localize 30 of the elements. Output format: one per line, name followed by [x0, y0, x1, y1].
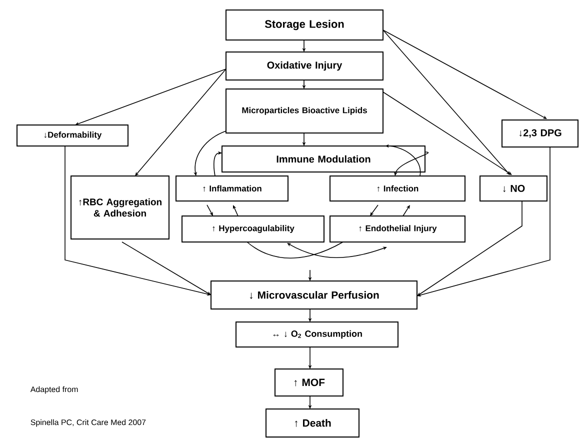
flow-box: Immune Modulation [222, 146, 426, 172]
arrow [75, 68, 226, 126]
flow-box: ↓2,3 DPG [502, 120, 578, 148]
arrow [417, 146, 550, 297]
arrow [64, 146, 211, 296]
flow-box: Microparticles Bioactive Lipids [226, 88, 384, 134]
flow-box: ↑ Inflammation [176, 176, 288, 202]
arrow [233, 205, 238, 216]
arrow [417, 200, 522, 296]
arrow [382, 30, 510, 175]
arrow [135, 68, 226, 176]
flow-box: ↓Deformability [16, 124, 128, 146]
arrow [402, 205, 410, 216]
flow-box: ↑ Death [266, 408, 360, 438]
flow-box: Storage Lesion [226, 10, 384, 40]
flow-box: ↓ Microvascular Perfusion [210, 280, 418, 310]
flow-box: ↑RBC Aggregation & Adhesion [70, 176, 170, 240]
flow-box: ↑ Hypercoagulability [182, 216, 324, 242]
flow-box: ↑ Endothelial Injury [330, 216, 466, 242]
arrow [370, 204, 378, 216]
flow-box: ↑ MOF [274, 368, 344, 396]
flow-box: ↔ ↓ O$_{2}$ Consumption [236, 322, 398, 348]
arrow [382, 30, 547, 119]
flow-box: ↑ Infection [330, 176, 466, 202]
arrow [382, 92, 512, 175]
arrow [287, 243, 387, 258]
arrow [206, 204, 213, 216]
flow-box: Oxidative Injury [226, 52, 384, 80]
flow-box: ↓ NO [480, 176, 548, 202]
arrow [122, 242, 211, 295]
